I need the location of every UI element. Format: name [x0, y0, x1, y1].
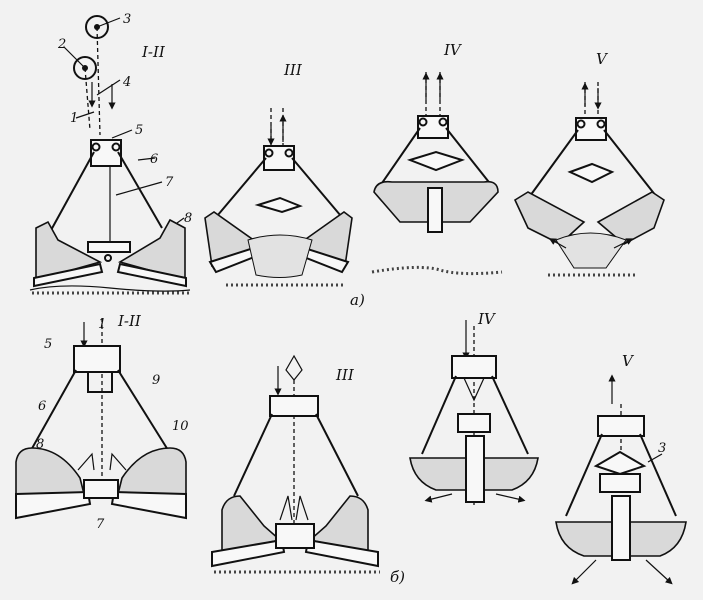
grab-a-stage-3 [204, 108, 353, 287]
grab-a-stage-4 [371, 72, 503, 276]
callout-4: 4 [122, 75, 131, 90]
callout-b-5: 5 [44, 337, 52, 352]
callout-b-1: 1 [98, 317, 106, 332]
callout-2: 2 [57, 37, 66, 52]
callout-8: 8 [184, 211, 192, 226]
grab-b-stage-3 [211, 354, 380, 574]
grab-a-stage-1 [29, 15, 191, 295]
callout-b-7: 7 [96, 517, 105, 532]
label-b-stage-5: V [622, 352, 635, 370]
callout-1: 1 [70, 111, 78, 126]
callout-b-6: 6 [38, 399, 46, 414]
pulley-2-icon [73, 56, 97, 80]
grab-b-stage-4 [409, 320, 539, 506]
grab-a-stage-5 [513, 82, 665, 277]
label-b-stage-1: I-II [117, 312, 142, 330]
label-a-stage-5: V [596, 50, 609, 68]
callout-7: 7 [165, 175, 174, 190]
callout-b-3: 3 [658, 441, 666, 456]
callout-b-9: 9 [152, 373, 160, 388]
part-label-a: а) [350, 291, 365, 309]
label-a-stage-4: IV [443, 41, 463, 59]
label-b-stage-4: IV [477, 310, 497, 328]
label-a-stage-3: III [283, 61, 303, 79]
callout-5: 5 [135, 123, 143, 138]
callout-b-8: 8 [36, 437, 44, 452]
grab-b-stage-1 [15, 318, 187, 520]
callout-3: 3 [123, 12, 131, 27]
label-a-stage-1: I-II [141, 43, 166, 61]
label-b-stage-3: III [335, 366, 355, 384]
callout-b-10: 10 [172, 419, 189, 434]
grab-b-stage-5 [555, 374, 687, 585]
part-label-b: б) [390, 568, 405, 586]
callout-6: 6 [150, 152, 158, 167]
